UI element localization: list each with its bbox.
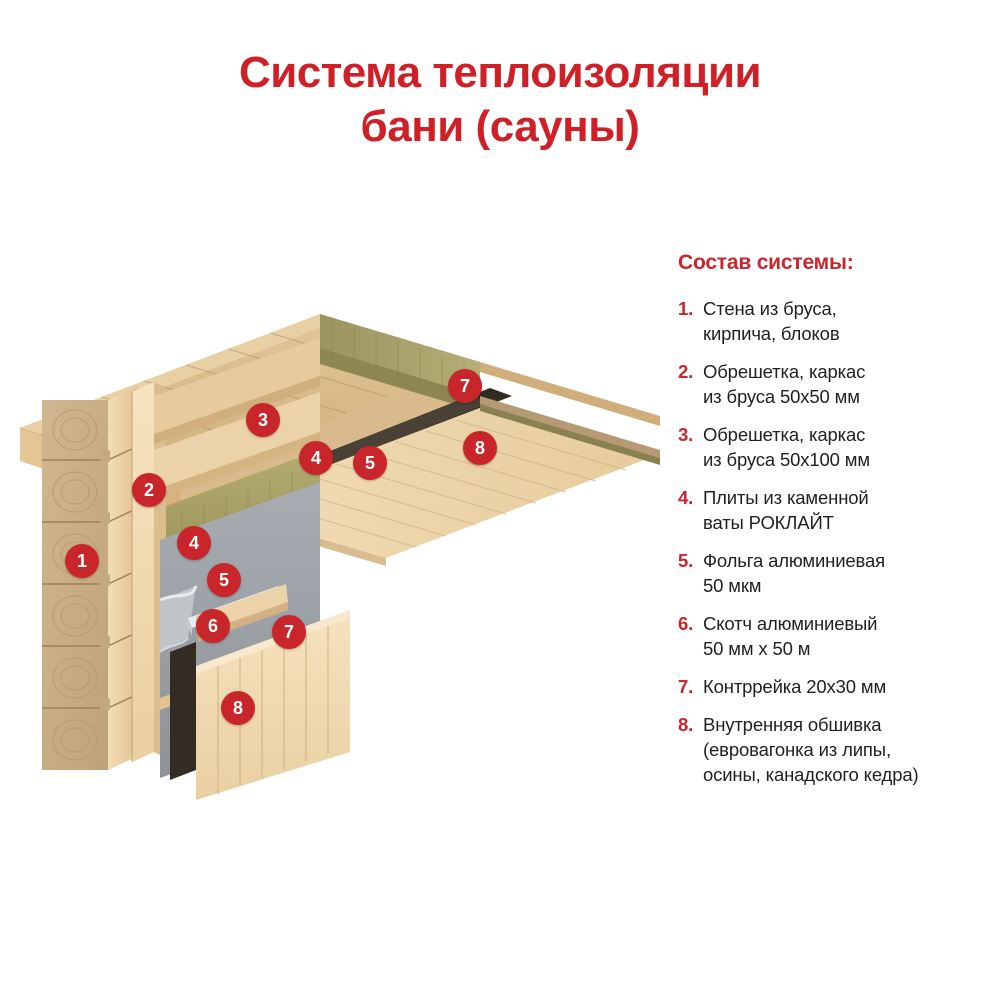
legend-heading: Состав системы: bbox=[678, 251, 854, 274]
legend-item-7-text: Контррейка 20х30 мм bbox=[703, 676, 887, 697]
insulation-diagram: 1 2 3 4 4 5 5 6 7 7 8 8 bbox=[20, 300, 680, 800]
callout-badge-3[interactable]: 3 bbox=[246, 403, 280, 437]
wall-shadow-strip bbox=[170, 642, 196, 780]
callout-badge-2[interactable]: 2 bbox=[132, 473, 166, 507]
legend-item-5-number: 5. bbox=[678, 550, 694, 571]
callout-badge-5-wall[interactable]: 5 bbox=[207, 563, 241, 597]
callout-badge-6[interactable]: 6 bbox=[196, 609, 230, 643]
wall-inner-lining-8 bbox=[196, 610, 350, 800]
legend-item-1-text: Стена из бруса, кирпича, блоков bbox=[703, 298, 840, 344]
callout-badge-7-ceiling[interactable]: 7 bbox=[448, 369, 482, 403]
callout-badge-4-ceiling[interactable]: 4 bbox=[299, 441, 333, 475]
legend-item-3-number: 3. bbox=[678, 424, 694, 445]
legend-item-6-number: 6. bbox=[678, 613, 694, 634]
legend-item-8: 8. Внутренняя обшивка (евровагонка из ли… bbox=[678, 712, 978, 787]
legend-item-2: 2. Обрешетка, каркас из бруса 50х50 мм bbox=[678, 359, 978, 409]
legend-item-2-number: 2. bbox=[678, 361, 694, 382]
legend-item-5-text: Фольга алюминиевая 50 мкм bbox=[703, 550, 886, 596]
legend-item-6-text: Скотч алюминиевый 50 мм х 50 м bbox=[703, 613, 878, 659]
legend-item-1-number: 1. bbox=[678, 298, 694, 319]
legend-panel: Состав системы: 1. Стена из бруса, кирпи… bbox=[678, 250, 978, 800]
legend-item-2-text: Обрешетка, каркас из бруса 50х50 мм bbox=[703, 361, 866, 407]
legend-item-1: 1. Стена из бруса, кирпича, блоков bbox=[678, 296, 978, 346]
callout-badge-7-wall[interactable]: 7 bbox=[272, 615, 306, 649]
legend-item-7: 7. Контррейка 20х30 мм bbox=[678, 674, 978, 699]
callout-badge-1[interactable]: 1 bbox=[65, 544, 99, 578]
legend-item-5: 5. Фольга алюминиевая 50 мкм bbox=[678, 548, 978, 598]
page-title: Система теплоизоляции бани (сауны) bbox=[0, 46, 1000, 154]
title-line-1: Система теплоизоляции bbox=[238, 48, 762, 97]
ceiling-far-edge bbox=[480, 362, 660, 465]
callout-badge-5-ceiling[interactable]: 5 bbox=[353, 446, 387, 480]
legend-item-8-number: 8. bbox=[678, 714, 694, 735]
callout-badge-4-wall[interactable]: 4 bbox=[177, 526, 211, 560]
log-courses bbox=[42, 409, 139, 761]
log-wall-1 bbox=[42, 386, 139, 770]
diagram-svg bbox=[20, 314, 660, 800]
legend-item-7-number: 7. bbox=[678, 676, 694, 697]
legend-item-4-text: Плиты из каменной ваты РОКЛАЙТ bbox=[703, 487, 869, 533]
legend-item-4-number: 4. bbox=[678, 487, 694, 508]
legend-item-3: 3. Обрешетка, каркас из бруса 50х100 мм bbox=[678, 422, 978, 472]
title-line-2: бани (сауны) bbox=[360, 102, 640, 151]
callout-badge-8-ceiling[interactable]: 8 bbox=[463, 431, 497, 465]
legend-item-3-text: Обрешетка, каркас из бруса 50х100 мм bbox=[703, 424, 870, 470]
ceiling-stone-wool-4 bbox=[320, 314, 480, 412]
callout-badge-8-wall[interactable]: 8 bbox=[221, 691, 255, 725]
legend-item-6: 6. Скотч алюминиевый 50 мм х 50 м bbox=[678, 611, 978, 661]
legend-item-4: 4. Плиты из каменной ваты РОКЛАЙТ bbox=[678, 485, 978, 535]
legend-item-8-text: Внутренняя обшивка (евровагонка из липы,… bbox=[703, 714, 919, 785]
